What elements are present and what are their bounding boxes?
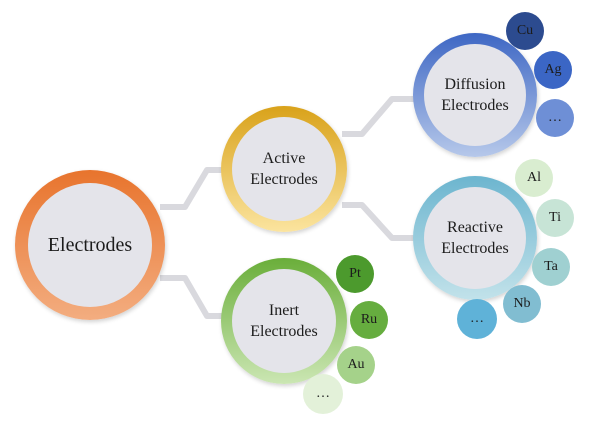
- active-label-line-1: Active: [262, 149, 306, 167]
- active-label-line-2: Electrodes: [250, 171, 318, 188]
- element-tag-inert-more: …: [303, 374, 343, 414]
- element-tag-pt: Pt: [336, 255, 374, 293]
- reactive-label-line-1: Reactive: [447, 218, 503, 236]
- reactive-electrodes-label: Reactive Electrodes: [424, 187, 526, 289]
- diffusion-label-line-2: Electrodes: [441, 97, 509, 114]
- reactive-label-line-2: Electrodes: [441, 240, 509, 257]
- diffusion-label-line-1: Diffusion: [444, 75, 506, 93]
- connector-root-to-active: [160, 167, 225, 210]
- inert-electrodes-label: Inert Electrodes: [232, 269, 336, 373]
- electrodes-node-label: Electrodes: [28, 183, 152, 307]
- inert-electrodes-node: Inert Electrodes: [221, 258, 347, 384]
- element-tag-al: Al: [515, 159, 553, 197]
- element-tag-ti: Ti: [536, 199, 574, 237]
- inert-label-line-2: Electrodes: [250, 323, 318, 340]
- connector-active-to-diffusion: [342, 96, 417, 137]
- reactive-electrodes-node: Reactive Electrodes: [413, 176, 537, 300]
- element-tag-nb: Nb: [503, 285, 541, 323]
- element-tag-au: Au: [337, 346, 375, 384]
- electrodes-node: Electrodes: [15, 170, 165, 320]
- connector-root-to-inert: [160, 275, 225, 319]
- diffusion-electrodes-label: Diffusion Electrodes: [424, 44, 526, 146]
- electrodes-label-line: Electrodes: [47, 233, 133, 256]
- element-tag-diffusion-more: …: [536, 99, 574, 137]
- connector-active-to-reactive: [342, 202, 417, 241]
- element-tag-ag: Ag: [534, 51, 572, 89]
- diffusion-electrodes-node: Diffusion Electrodes: [413, 33, 537, 157]
- inert-label-line-1: Inert: [268, 301, 300, 319]
- element-tag-reactive-more: …: [457, 299, 497, 339]
- active-electrodes-node: Active Electrodes: [221, 106, 347, 232]
- element-tag-ru: Ru: [350, 301, 388, 339]
- element-tag-cu: Cu: [506, 12, 544, 50]
- element-tag-ta: Ta: [532, 248, 570, 286]
- active-electrodes-label: Active Electrodes: [232, 117, 336, 221]
